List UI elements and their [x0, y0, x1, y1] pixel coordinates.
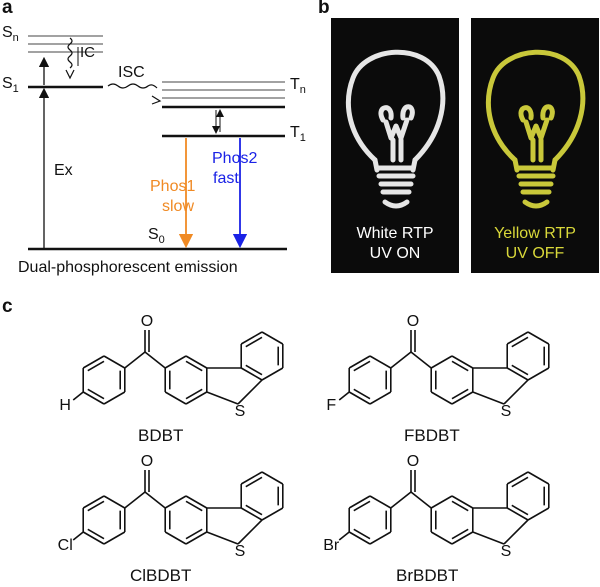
- molecule-name-brbdbt: BrBDBT: [396, 566, 459, 585]
- white-rtp-caption: White RTP UV ON: [331, 224, 459, 264]
- yellow-rtp-line2: UV OFF: [505, 245, 565, 262]
- oxygen-bdbt: O: [141, 313, 153, 330]
- molecule-name-clbdbt: ClBDBT: [130, 566, 192, 585]
- phos1-label: Phos1: [150, 178, 196, 195]
- bulb-drawing-yellow: [485, 49, 586, 209]
- ic-wavy-arrow: [67, 37, 73, 69]
- panel-a-label: a: [2, 0, 13, 18]
- substituent-brbdbt: Br: [323, 537, 340, 554]
- phos1-speed-label: slow: [162, 198, 195, 215]
- ex-label: Ex: [54, 162, 73, 179]
- s0-label: S0: [148, 226, 165, 247]
- substituent-clbdbt: Cl: [58, 537, 73, 554]
- bulb-drawing-white: [345, 49, 446, 209]
- isc-wavy-arrow: [107, 83, 158, 89]
- molecule-bdbt: H O S: [59, 313, 284, 420]
- substituent-bdbt: H: [59, 397, 71, 414]
- t1-label: T1: [290, 124, 306, 145]
- panel-a-caption: Dual-phosphorescent emission: [18, 259, 238, 276]
- tn-label: Tn: [290, 76, 306, 97]
- molecule-brbdbt: Br O S: [323, 453, 550, 560]
- photo-yellow-rtp: Yellow RTP UV OFF: [471, 18, 599, 273]
- yellow-rtp-caption: Yellow RTP UV OFF: [471, 224, 599, 264]
- phos2-label: Phos2: [212, 150, 258, 167]
- oxygen-clbdbt: O: [141, 453, 153, 470]
- molecule-name-bdbt: BDBT: [138, 426, 184, 445]
- s1-label: S1: [2, 75, 19, 96]
- jablonski-diagram: [28, 35, 287, 251]
- sulfur-bdbt: S: [235, 403, 246, 420]
- sulfur-clbdbt: S: [235, 543, 246, 560]
- ic-label: IC: [80, 44, 95, 61]
- panel-c-label: c: [2, 296, 13, 317]
- molecule-structures: H O S F O S Cl O S Br O S: [58, 313, 550, 560]
- white-rtp-line2: UV ON: [369, 245, 421, 262]
- sn-label: Sn: [2, 24, 19, 45]
- substituent-fbdbt: F: [326, 397, 336, 414]
- panel-b-label: b: [318, 0, 330, 18]
- oxygen-brbdbt: O: [407, 453, 419, 470]
- yellow-rtp-line1: Yellow RTP: [494, 225, 576, 242]
- white-rtp-line1: White RTP: [356, 225, 434, 242]
- oxygen-fbdbt: O: [407, 313, 419, 330]
- photo-white-rtp: White RTP UV ON: [331, 18, 459, 273]
- sulfur-brbdbt: S: [501, 543, 512, 560]
- molecule-name-fbdbt: FBDBT: [404, 426, 460, 445]
- molecule-fbdbt: F O S: [326, 313, 550, 420]
- phos2-speed-label: fast: [213, 170, 239, 187]
- sulfur-fbdbt: S: [501, 403, 512, 420]
- molecule-clbdbt: Cl O S: [58, 453, 284, 560]
- isc-label: ISC: [118, 64, 145, 81]
